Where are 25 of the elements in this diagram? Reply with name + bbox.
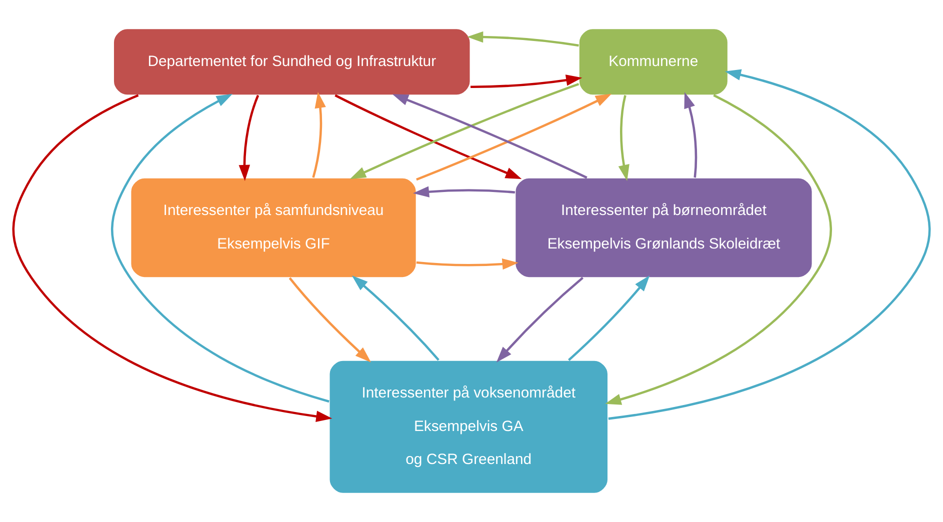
arrow: [416, 258, 518, 270]
arrow: [392, 94, 588, 179]
arrow: [467, 31, 579, 47]
arrow: [470, 74, 582, 88]
arrow: [111, 94, 330, 403]
node-box: Interessenter på samfundsniveau Eksempelvis GIF: [130, 177, 417, 278]
arrow: [568, 275, 650, 361]
arrow: [238, 94, 260, 182]
arrow: [684, 92, 698, 178]
arrow: [618, 95, 630, 181]
arrow: [605, 94, 832, 405]
node-box: Interessenter på børneområdet Eksempelvis Grønlands Skoleidræt: [514, 177, 813, 278]
arrow: [334, 94, 522, 180]
arrow: [352, 276, 440, 361]
arrow: [288, 277, 372, 362]
node-box: Kommunerne: [578, 28, 729, 96]
arrow: [412, 186, 516, 198]
node-box: Departementet for Sundhed og Infrastruktur: [112, 28, 471, 96]
arrow: [496, 276, 584, 363]
node-box: Interessenter på voksenområdet Eksempelvis GA og CSR Greenland: [328, 360, 609, 494]
arrow: [350, 83, 580, 180]
arrow: [416, 94, 612, 181]
arrow: [312, 92, 326, 178]
arrow: [608, 69, 931, 420]
arrow: [12, 94, 332, 422]
